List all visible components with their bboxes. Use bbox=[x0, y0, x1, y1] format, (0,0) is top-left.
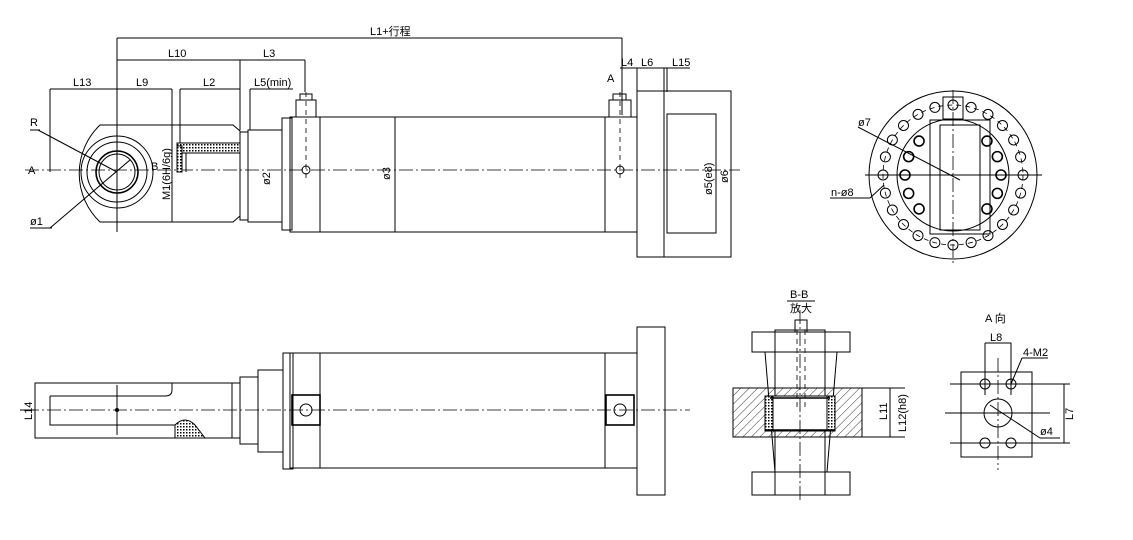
inner-bolt bbox=[981, 135, 993, 147]
label-d6: ø6 bbox=[719, 170, 731, 183]
section-mark-b: B bbox=[151, 161, 158, 173]
bolt-hole bbox=[965, 237, 977, 249]
dim-l10: L10 bbox=[168, 48, 186, 60]
inner-bolt bbox=[995, 169, 1007, 181]
inner-bolt bbox=[913, 135, 925, 147]
bolt-hole bbox=[898, 218, 910, 230]
dimension-lines bbox=[49, 37, 732, 257]
label-d5: ø5(e8) bbox=[703, 163, 715, 195]
section-subtitle: 放大 bbox=[790, 301, 812, 315]
dim-l15: L15 bbox=[672, 57, 690, 69]
dim-l3: L3 bbox=[263, 48, 275, 60]
port-right bbox=[605, 394, 635, 426]
rod-eye bbox=[78, 124, 241, 223]
inner-bolt bbox=[902, 187, 915, 200]
front-view: L1+行程 L10 L3 L13 L9 L2 L5(min) L4 L6 L15… bbox=[25, 25, 740, 258]
bolt-hole bbox=[965, 101, 977, 113]
dim-l8: L8 bbox=[990, 332, 1002, 344]
bleed-screw-left bbox=[295, 92, 317, 180]
bolt-hole bbox=[898, 120, 910, 132]
view-a: A 向 L8 L7 4-M2 ø4 bbox=[945, 311, 1076, 470]
section-title: B-B bbox=[790, 289, 808, 301]
dim-l14: L14 bbox=[23, 402, 35, 420]
rod-end-top bbox=[34, 382, 241, 439]
bolt-hole bbox=[929, 237, 941, 249]
label-d4: ø4 bbox=[1040, 426, 1053, 438]
top-view: L14 bbox=[20, 326, 690, 496]
inner-bolt bbox=[981, 203, 993, 215]
view-arrow-a: A bbox=[607, 73, 615, 85]
dim-l2: L2 bbox=[203, 77, 215, 89]
mounting-flange bbox=[636, 90, 665, 258]
label-r: R bbox=[30, 117, 38, 129]
dim-l5: L5(min) bbox=[254, 77, 291, 89]
bolt-hole bbox=[879, 187, 891, 199]
label-n-d8: n-ø8 bbox=[831, 187, 854, 199]
bolt-hole bbox=[877, 169, 889, 181]
label-d7: ø7 bbox=[858, 117, 871, 129]
label-d1: ø1 bbox=[30, 216, 43, 228]
bolt-hole bbox=[982, 230, 994, 242]
port-left bbox=[291, 394, 321, 426]
bolt-hole bbox=[996, 218, 1008, 230]
bolt-hole bbox=[912, 108, 924, 120]
bolt-hole bbox=[1015, 151, 1027, 163]
inner-bolt bbox=[991, 187, 1004, 200]
inner-bolt bbox=[913, 203, 925, 215]
bolt-hole bbox=[947, 99, 959, 111]
bolt-hole bbox=[947, 239, 959, 251]
bolt-hole bbox=[1017, 169, 1029, 181]
bolt-hole bbox=[1008, 204, 1020, 216]
inner-bolt bbox=[902, 150, 915, 163]
bolt-hole bbox=[1015, 187, 1027, 199]
dim-l7: L7 bbox=[1064, 408, 1076, 420]
inner-bolt bbox=[899, 169, 911, 181]
dim-l9: L9 bbox=[136, 77, 148, 89]
flange-end-view: ø7 n-ø8 bbox=[830, 90, 1042, 265]
view-a-title: A 向 bbox=[985, 311, 1006, 325]
bolt-hole bbox=[929, 101, 941, 113]
dim-l12: L12(h8) bbox=[897, 394, 909, 432]
bolt-hole bbox=[996, 120, 1008, 132]
dim-l13: L13 bbox=[73, 77, 91, 89]
dim-l4: L4 bbox=[621, 57, 633, 69]
dim-l11: L11 bbox=[878, 402, 890, 420]
dim-l1-stroke: L1+行程 bbox=[370, 25, 411, 38]
label-d2: ø2 bbox=[261, 172, 273, 185]
bolt-hole bbox=[879, 151, 891, 163]
label-4-m2: 4-M2 bbox=[1023, 347, 1048, 359]
bleed-screw-right bbox=[608, 92, 632, 180]
bolt-hole bbox=[886, 204, 898, 216]
inner-bolt bbox=[991, 150, 1004, 163]
label-d3: ø3 bbox=[381, 167, 393, 180]
bolt-hole bbox=[1008, 134, 1020, 146]
label-m1: M1(6H/6g) bbox=[161, 148, 173, 200]
lock-nut bbox=[176, 142, 241, 154]
barrel-top bbox=[289, 352, 638, 469]
dim-l6: L6 bbox=[641, 57, 653, 69]
bolt-hole bbox=[912, 230, 924, 242]
section-mark-a: A bbox=[28, 165, 36, 177]
bolt-hole bbox=[982, 108, 994, 120]
section-b-b: B-B 放大 L11 L12(h8) bbox=[732, 289, 909, 500]
cylinder-barrel bbox=[289, 116, 606, 233]
flange-top bbox=[636, 326, 666, 496]
